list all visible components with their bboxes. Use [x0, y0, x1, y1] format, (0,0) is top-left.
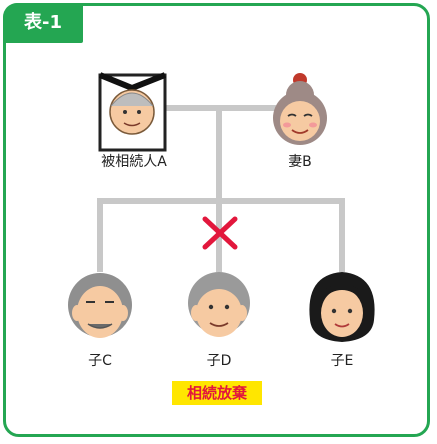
spouse-label: 妻B — [288, 154, 312, 170]
old-man-icon — [188, 272, 250, 337]
deceased-label: 被相続人A — [101, 154, 167, 170]
grandmother-icon — [273, 73, 327, 145]
relation-lines — [97, 105, 345, 272]
woman-icon — [309, 272, 375, 342]
renounce-cross-icon — [202, 216, 238, 250]
deceased-portrait-icon — [98, 72, 167, 152]
table-tab: 表-1 — [3, 3, 83, 43]
card-frame — [3, 3, 430, 437]
old-man-icon — [68, 273, 132, 338]
child-e-label: 子E — [330, 353, 354, 369]
child-d-label: 子D — [206, 353, 232, 369]
renounce-badge: 相続放棄 — [172, 381, 262, 405]
child-c-label: 子C — [88, 353, 112, 369]
